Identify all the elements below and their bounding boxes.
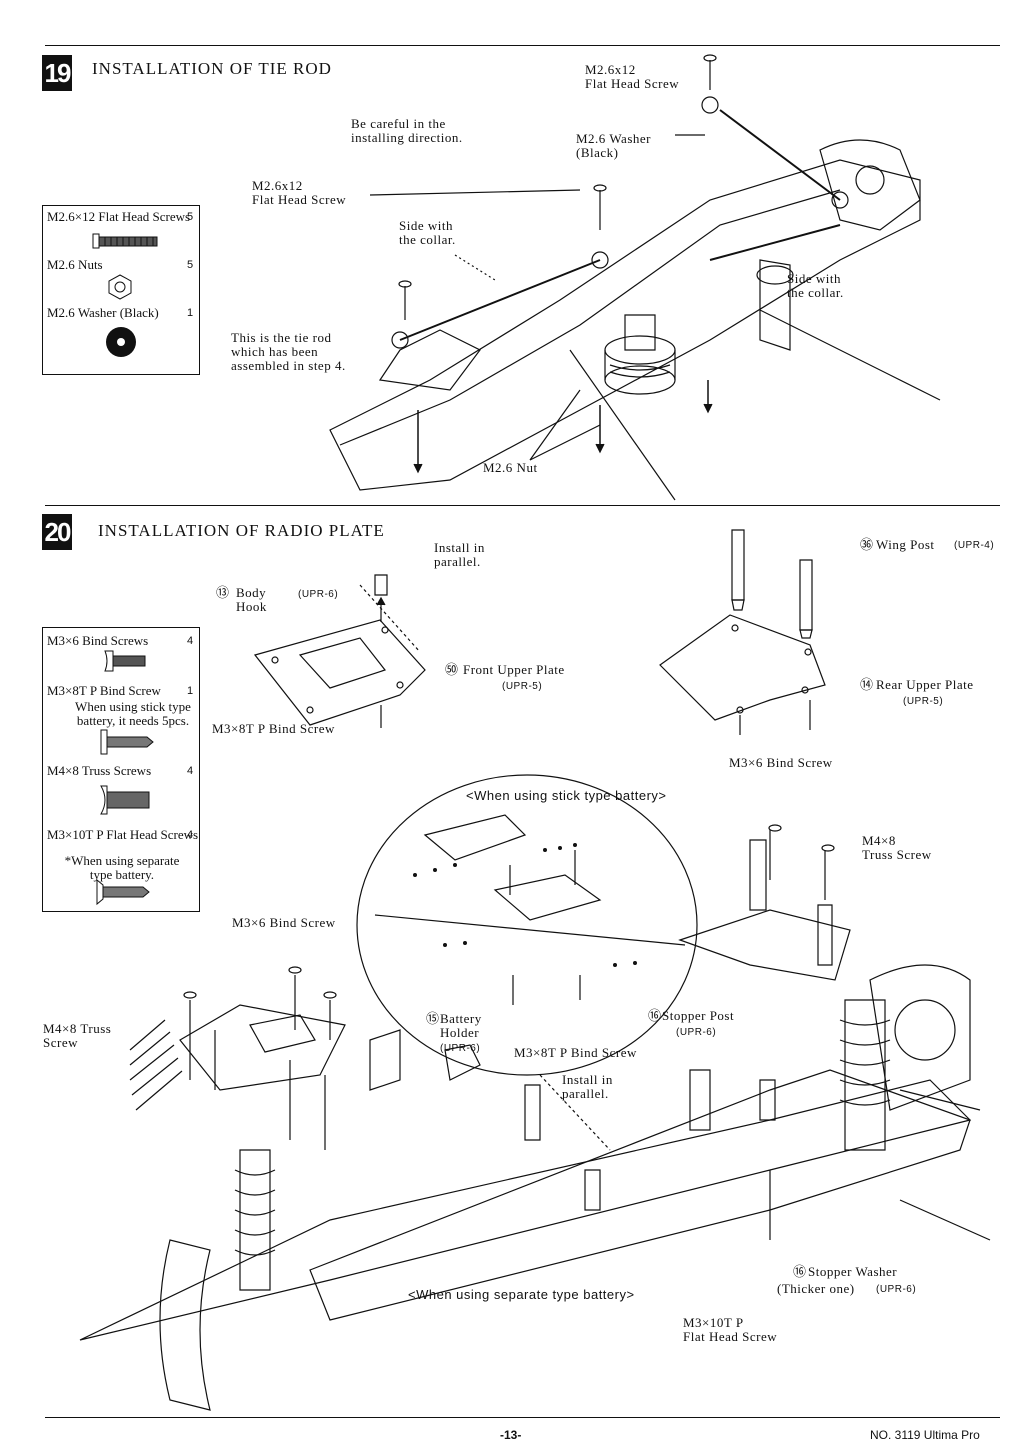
truss-screw-icon: [100, 785, 150, 815]
rear-upper-plate-number: ⑭: [860, 677, 874, 692]
body-hook-number: ⑬: [216, 585, 230, 600]
label-upr6-c: (UPR-6): [676, 1027, 717, 1038]
label-careful-direction: Be careful in the installing direction.: [351, 116, 463, 145]
label-body-hook: Body Hook: [236, 585, 267, 614]
label-stopper-post: Stopper Post: [662, 1008, 735, 1023]
label-battery-holder: Battery Holder: [440, 1011, 482, 1040]
part-m3x6-name: M3×6 Bind Screws: [47, 633, 149, 648]
label-upr6-a: (UPR-6): [298, 589, 339, 600]
label-nut: M2.6 Nut: [483, 460, 538, 475]
part-washer-name: M2.6 Washer (Black): [47, 305, 159, 320]
label-bind-8tp-b: M3×8T P Bind Screw: [514, 1045, 637, 1060]
step-20-title: INSTALLATION OF RADIO PLATE: [98, 521, 385, 540]
tie-rod-assembly-drawing: [280, 50, 1000, 500]
part-m4x8-name: M4×8 Truss Screws: [47, 763, 152, 778]
label-wing-post: Wing Post: [876, 537, 935, 552]
flat-head-screw-icon: [92, 233, 158, 249]
label-collar-left: Side with the collar.: [399, 218, 456, 247]
stick-battery-detail-circle: [355, 775, 700, 1080]
label-bind-8tp-a: M3×8T P Bind Screw: [212, 721, 335, 736]
part-m3x8tp-qty: 1: [187, 685, 194, 697]
label-bind-6-b: M3×6 Bind Screw: [232, 915, 336, 930]
front-upper-plate-drawing: [240, 560, 440, 740]
label-stick-battery: <When using stick type battery>: [466, 788, 667, 803]
part-nut-name: M2.6 Nuts: [47, 257, 103, 272]
battery-holder-number: ⑮: [426, 1011, 440, 1026]
label-install-parallel-mid: Install in parallel.: [562, 1072, 613, 1101]
label-flat-10tp: M3×10T P Flat Head Screw: [683, 1315, 778, 1344]
label-upr5-a: (UPR-5): [502, 681, 543, 692]
label-collar-right: Side with the collar.: [787, 271, 844, 300]
label-screw-left: M2.6x12 Flat Head Screw: [252, 178, 347, 207]
label-upr6-b: (UPR-6): [440, 1043, 481, 1054]
label-washer-black: M2.6 Washer (Black): [576, 131, 651, 160]
label-thicker-one: (Thicker one): [777, 1281, 855, 1296]
label-bind-6-a: M3×6 Bind Screw: [729, 755, 833, 770]
part-m3x8tp-name: M3×8T P Bind Screw: [47, 683, 161, 698]
label-truss-right: M4×8 Truss Screw: [862, 833, 932, 862]
tapping-screw-icon: [100, 729, 154, 755]
part-screw-qty: 5: [187, 211, 194, 223]
radio-plate-chassis-drawing: [70, 820, 1000, 1440]
step-20-badge: 20: [42, 514, 72, 550]
flat-head-tapping-screw-icon: [96, 878, 150, 906]
label-separate-battery: <When using separate type battery>: [408, 1287, 635, 1302]
part-m3x10tp-qty: 4: [187, 829, 194, 841]
step-19-title: INSTALLATION OF TIE ROD: [92, 59, 332, 78]
part-m3x8tp-note: When using stick type battery, it needs …: [75, 699, 191, 728]
rear-upper-plate-drawing: [650, 520, 860, 750]
black-washer-icon: [106, 327, 136, 357]
label-screw-top: M2.6x12 Flat Head Screw: [585, 62, 680, 91]
label-install-parallel-top: Install in parallel.: [434, 540, 485, 569]
part-washer-qty: 1: [187, 307, 194, 319]
label-front-upper-plate: Front Upper Plate: [463, 662, 565, 677]
part-m3x10tp-note: *When using separate type battery.: [64, 853, 180, 882]
page-number: -13-: [500, 1428, 522, 1442]
part-screw-name: M2.6×12 Flat Head Screws: [47, 209, 191, 224]
step-19-parts-box: M2.6×12 Flat Head Screws 5 M2.6 Nuts 5 M…: [42, 205, 200, 375]
label-truss-left: M4×8 Truss Screw: [43, 1021, 112, 1050]
part-nut-qty: 5: [187, 259, 194, 271]
section-divider: [45, 505, 1000, 506]
label-upr4: (UPR-4): [954, 540, 995, 551]
stopper-washer-number: ⑯: [793, 1264, 807, 1279]
part-m3x6-qty: 4: [187, 635, 194, 647]
bottom-rule: [45, 1417, 1000, 1418]
front-upper-plate-number: ㊿: [445, 662, 459, 677]
document-id: NO. 3119 Ultima Pro: [870, 1428, 980, 1442]
step-20-parts-box: M3×6 Bind Screws 4 M3×8T P Bind Screw 1 …: [42, 627, 200, 912]
label-stopper-washer: Stopper Washer: [808, 1264, 898, 1279]
stopper-post-number: ⑯: [648, 1008, 662, 1023]
part-m4x8-qty: 4: [187, 765, 194, 777]
label-rear-upper-plate: Rear Upper Plate: [876, 677, 974, 692]
top-rule: [45, 45, 1000, 46]
wing-post-number: ㊱: [860, 537, 874, 552]
bind-screw-icon: [104, 650, 146, 672]
label-tie-rod-note: This is the tie rod which has been assem…: [231, 330, 346, 373]
label-upr5-b: (UPR-5): [903, 696, 944, 707]
label-upr6-d: (UPR-6): [876, 1284, 917, 1295]
hex-nut-icon: [108, 274, 132, 300]
part-m3x10tp-name: M3×10T P Flat Head Screws: [47, 827, 199, 842]
step-19-badge: 19: [42, 55, 72, 91]
